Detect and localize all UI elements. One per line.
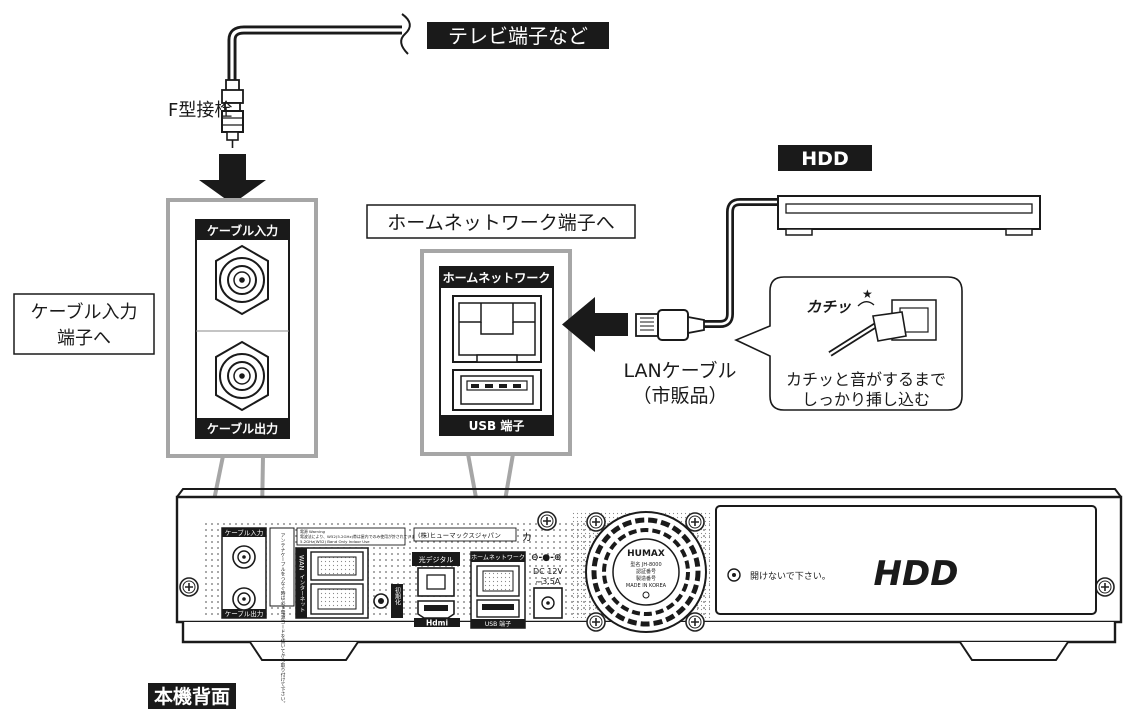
maker-label: (株)ヒューマックスジャパン ヵ — [413, 527, 533, 543]
svg-text:HUMAX: HUMAX — [627, 549, 665, 559]
left-arrow-icon — [562, 297, 628, 352]
svg-text:インターネット: インターネット — [299, 574, 306, 613]
tv-terminal-label: テレビ端子など — [427, 22, 609, 49]
antenna-note: アンテナケーブルをつなぐ時は必ず電源コードを抜いてから取り付けて下さい。 — [269, 527, 295, 706]
svg-text:⎓3.5A: ⎓3.5A — [536, 577, 561, 586]
screw-icon — [685, 512, 705, 532]
f-connector — [221, 79, 244, 148]
screw-icon — [179, 577, 199, 597]
svg-text:ケーブル出力: ケーブル出力 — [225, 609, 264, 618]
svg-text:本機背面: 本機背面 — [154, 685, 230, 708]
coax-connector-icon — [215, 244, 269, 316]
cable-zoom-panel: ケーブル入力 ケーブル出力 — [166, 198, 318, 458]
reset-button-icon: 初期化 — [373, 584, 403, 618]
fan-grille-icon: HUMAX 型名 JH-8000 認証番号 製造番号 MADE IN KOREA — [585, 511, 707, 633]
svg-text:型名 JH-8000: 型名 JH-8000 — [630, 561, 661, 568]
optical-port-icon: 光デジタル — [412, 552, 460, 597]
power-jack-icon: ⊖-●-⊕ DC 12V ⎓3.5A — [531, 553, 563, 619]
svg-text:(株)ヒューマックスジャパン: (株)ヒューマックスジャパン — [418, 531, 501, 540]
svg-text:端子へ: 端子へ — [57, 328, 111, 349]
svg-text:MADE IN KOREA: MADE IN KOREA — [626, 583, 667, 589]
coax-connector-icon — [215, 340, 269, 412]
svg-text:Hdmi: Hdmi — [426, 619, 448, 628]
svg-text:カチッ: カチッ — [806, 298, 852, 316]
screw-icon — [1095, 577, 1115, 597]
screw-icon — [685, 612, 705, 632]
down-arrow-icon — [199, 154, 266, 204]
svg-text:光デジタル: 光デジタル — [419, 555, 454, 564]
svg-text:ケーブル出力: ケーブル出力 — [207, 421, 278, 436]
svg-text:USB 端子: USB 端子 — [469, 418, 525, 433]
svg-text:ケーブル入力: ケーブル入力 — [225, 528, 264, 537]
rear-wan-ports: WAN インターネット — [295, 547, 369, 619]
svg-text:初期化: 初期化 — [394, 586, 401, 606]
f-connector-label: F型接栓 — [168, 100, 232, 121]
svg-text:カチッと音がするまで: カチッと音がするまで — [786, 370, 946, 389]
lan-cable-label: LANケーブル — [623, 359, 736, 382]
cable-input-callout: ケーブル入力 端子へ — [13, 293, 155, 355]
usb-port-icon — [452, 369, 542, 411]
svg-text:電源 Warning: 電源 Warning — [300, 529, 326, 534]
svg-text:WAN: WAN — [298, 555, 306, 571]
hdd-label: HDD — [778, 145, 872, 171]
svg-text:ケーブル入力: ケーブル入力 — [207, 223, 278, 238]
home-network-callout: ホームネットワーク端子へ — [366, 204, 636, 239]
rear-network-ports: ホームネットワーク USB 端子 — [470, 551, 526, 629]
hdmi-port-icon: Hdmi — [414, 600, 460, 628]
svg-text:ホームネットワーク端子へ: ホームネットワーク端子へ — [387, 212, 614, 234]
screw-icon — [586, 512, 606, 532]
svg-text:USB 端子: USB 端子 — [485, 620, 511, 628]
screw-icon — [537, 511, 557, 531]
hdd-cover: 開けないで下さい。 HDD — [715, 505, 1097, 615]
svg-text:5.2GHz(W52) Band Only Indoor U: 5.2GHz(W52) Band Only Indoor Use — [300, 539, 370, 544]
click-note-bubble: カチッ ★ カチッと音がするまで しっかり挿し込む — [734, 276, 963, 411]
screw-icon — [586, 612, 606, 632]
svg-text:HDD: HDD — [874, 554, 959, 594]
svg-text:HDD: HDD — [801, 148, 848, 170]
svg-text:電波法により、W52(5.2GHz)帯は屋内でのみ使用が許さ: 電波法により、W52(5.2GHz)帯は屋内でのみ使用が許されています。 — [300, 534, 423, 539]
svg-text:アンテナケーブルをつなぐ時は必ず電源コードを抜いてから取り付: アンテナケーブルをつなぐ時は必ず電源コードを抜いてから取り付けて下さい。 — [280, 533, 285, 706]
svg-text:テレビ端子など: テレビ端子など — [448, 24, 588, 48]
svg-text:ホームネットワーク: ホームネットワーク — [471, 555, 525, 562]
svg-text:ケーブル入力: ケーブル入力 — [31, 301, 138, 323]
svg-text:DC 12V: DC 12V — [533, 567, 563, 576]
lan-plug-icon — [635, 198, 790, 341]
tv-cable — [227, 13, 411, 82]
svg-text:認証番号: 認証番号 — [636, 568, 656, 575]
svg-text:⊖-●-⊕: ⊖-●-⊕ — [531, 553, 561, 563]
lan-cable-sublabel: （市販品） — [632, 385, 727, 407]
unit-back-label: 本機背面 — [148, 683, 236, 709]
star-icon: ★ — [862, 287, 873, 301]
external-hdd-icon — [777, 195, 1041, 236]
svg-text:製造番号: 製造番号 — [636, 575, 656, 582]
svg-text:ホームネットワーク: ホームネットワーク — [443, 271, 551, 285]
warning-sticker: 電源 Warning 電波法により、W52(5.2GHz)帯は屋内でのみ使用が許… — [296, 527, 423, 546]
rj45-port-icon — [452, 295, 542, 363]
trash-mark: ヵ — [521, 529, 533, 543]
rear-cable-ports: ケーブル入力 ケーブル出力 — [221, 527, 267, 619]
svg-text:しっかり挿し込む: しっかり挿し込む — [802, 390, 930, 409]
svg-text:開けないで下さい。: 開けないで下さい。 — [750, 571, 831, 582]
